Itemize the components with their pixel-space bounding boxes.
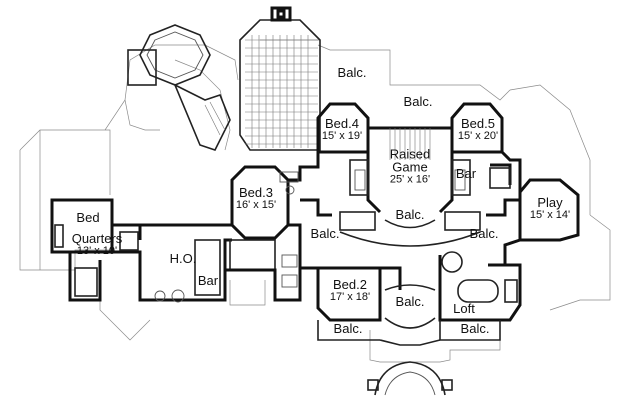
room-label-balc-right: Balc.: [470, 226, 499, 241]
room-dimensions: 15' x 19': [322, 130, 362, 142]
room-name: Balc.: [470, 226, 499, 241]
room-labels: Balc. Balc. Bed.415' x 19' Bed.515' x 20' Ra…: [72, 65, 570, 336]
room-name: Balc.: [334, 321, 363, 336]
room-name: Loft: [453, 301, 475, 316]
room-name: Play: [537, 195, 563, 210]
room-label-balc-bottom-right: Balc.: [461, 321, 490, 336]
room-name: Balc.: [396, 207, 425, 222]
room-name: Game: [392, 160, 427, 175]
room-name: Bed.2: [333, 277, 367, 292]
room-dimensions: 15' x 14': [530, 209, 570, 221]
room-label-ho: H.O.: [170, 251, 197, 266]
room-name: Raised: [390, 147, 430, 162]
room-name: Balc.: [404, 94, 433, 109]
room-dimensions: 17' x 18': [330, 291, 370, 303]
room-label-bar-ho: Bar: [198, 273, 219, 288]
room-label-bed4: Bed.415' x 19': [322, 116, 362, 142]
room-name: Balc.: [338, 65, 367, 80]
room-label-bed3: Bed.316' x 15': [236, 185, 276, 211]
room-label-bed2: Bed.217' x 18': [330, 277, 370, 303]
room-dimensions: 25' x 16': [390, 174, 430, 186]
room-name: Bed.5: [461, 116, 495, 131]
room-label-bed: Bed: [76, 210, 99, 225]
room-name: Balc.: [461, 321, 490, 336]
room-label-balc-bottom-left: Balc.: [334, 321, 363, 336]
room-label-balc-left: Balc.: [311, 226, 340, 241]
room-label-bar-game: Bar: [456, 166, 477, 181]
room-label-balc-top: Balc.: [338, 65, 367, 80]
room-label-balc-upper-mid: Balc.: [404, 94, 433, 109]
tower-turret: [127, 24, 231, 151]
room-name: Balc.: [396, 294, 425, 309]
room-name: Bar: [456, 166, 477, 181]
main-walls: [230, 102, 580, 396]
room-label-balc-center: Balc.: [396, 207, 425, 222]
room-name: Balc.: [311, 226, 340, 241]
room-name: Bed.3: [239, 185, 273, 200]
room-name: Bar: [198, 273, 219, 288]
room-name: Bed: [76, 210, 99, 225]
left-wing-walls: [50, 198, 302, 303]
room-name: H.O.: [170, 251, 197, 266]
room-name: Quarters: [72, 231, 123, 246]
room-name: Bed.4: [325, 116, 359, 131]
room-label-bed5: Bed.515' x 20': [458, 116, 498, 142]
room-label-balc-lower-center: Balc.: [396, 294, 425, 309]
room-dimensions: 16' x 15': [236, 199, 276, 211]
fixtures: [279, 169, 466, 288]
room-dimensions: 15' x 20': [458, 130, 498, 142]
atrium-roof: [239, 6, 321, 151]
room-label-loft: Loft: [453, 301, 475, 316]
room-dimensions: 13' x 10': [77, 245, 117, 257]
